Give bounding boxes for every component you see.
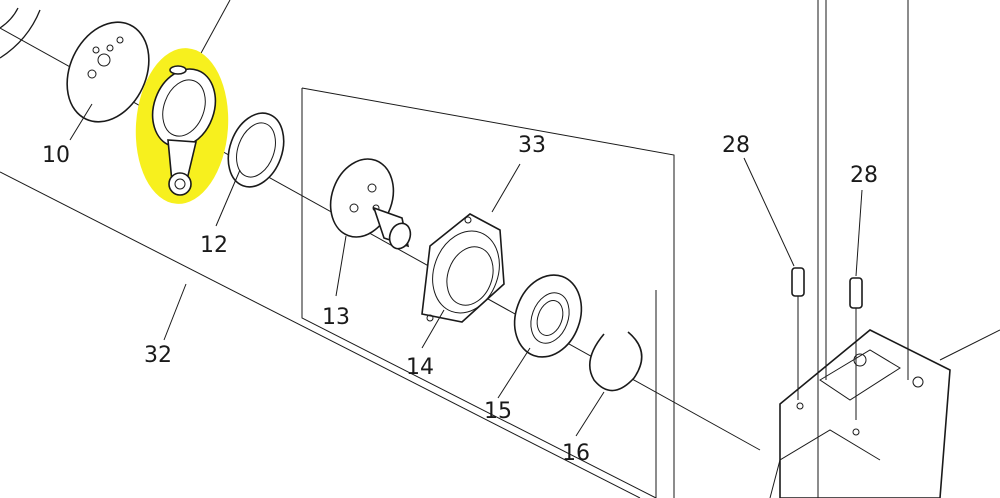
leader-32	[163, 283, 187, 341]
leader-28b	[855, 189, 863, 277]
right-edge-line	[939, 329, 1000, 361]
callout-32: 32	[144, 343, 172, 368]
part-10-plate	[66, 21, 150, 123]
callout-28-right: 28	[850, 163, 878, 188]
callout-10: 10	[42, 143, 70, 168]
callout-28-left: 28	[722, 133, 750, 158]
part-14-bearing-housing	[421, 213, 505, 323]
part-28-set-screw-right	[849, 277, 863, 420]
left-partial-ring	[0, 9, 41, 59]
callout-13: 13	[322, 305, 350, 330]
part-13-flange-shaft	[329, 158, 412, 250]
callout-12: 12	[200, 233, 228, 258]
part-12-needle-bearing	[227, 112, 285, 188]
assembly-32-upper-edge	[199, 0, 231, 56]
leader-33	[491, 163, 521, 213]
part-15-ball-bearing	[513, 274, 583, 358]
leader-10	[69, 103, 93, 141]
leader-13	[335, 235, 347, 297]
part-16-snap-ring	[588, 331, 643, 392]
leader-14	[421, 309, 445, 349]
left-partial-ring-inner	[0, 7, 19, 29]
callout-16: 16	[562, 441, 590, 466]
part-28-set-screw-left	[791, 267, 805, 400]
leader-16	[575, 391, 605, 437]
leader-28a	[743, 157, 795, 267]
callout-33: 33	[518, 133, 546, 158]
assembly-32-lower-edge	[0, 171, 641, 498]
subassembly-33-frame	[301, 87, 675, 498]
callout-15: 15	[484, 399, 512, 424]
leader-15	[497, 347, 531, 399]
leader-12	[215, 169, 241, 227]
part-12-connecting-rod	[151, 65, 217, 196]
right-housing-block	[769, 329, 951, 498]
callout-14: 14	[406, 355, 434, 380]
subassembly-33-frame-lower	[301, 88, 657, 498]
